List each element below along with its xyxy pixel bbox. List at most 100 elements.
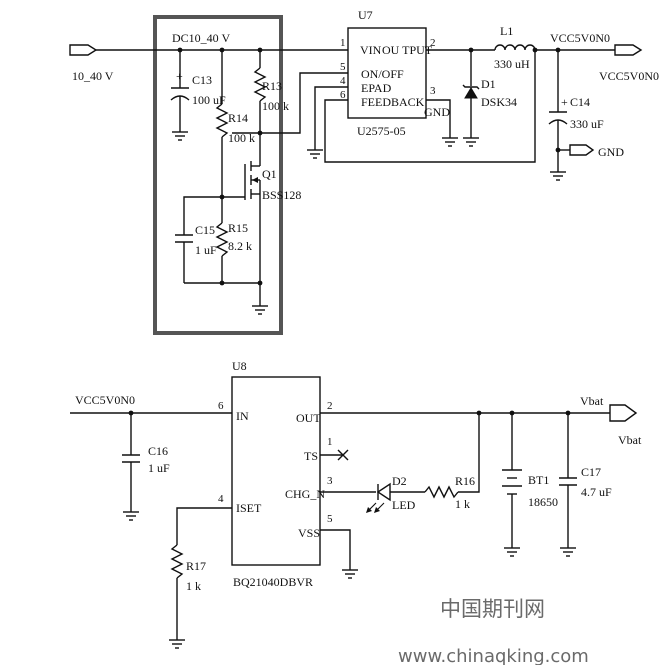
u8-pin-ts: TS — [304, 449, 318, 463]
ground-symbol — [123, 511, 139, 521]
c14-value: 330 uF — [570, 117, 604, 131]
c13-ref: C13 — [192, 73, 212, 87]
iset-wire — [176, 507, 232, 545]
junction-dot — [257, 280, 263, 286]
watermark-cn: 中国期刊网 — [440, 597, 545, 621]
c15-value: 1 uF — [195, 243, 217, 257]
charger-ic-u8: U8 BQ21040DBVR IN ISET OUT TS CHG_N VSS … — [218, 359, 333, 589]
resistor-r14: R14 100 k — [215, 50, 255, 197]
l1-value: 330 uH — [494, 57, 530, 71]
u8-pin-vss: VSS — [298, 526, 320, 540]
ground-symbol — [463, 137, 479, 147]
capacitor-c13: + C13 100 uF — [170, 50, 226, 141]
u8-pin2-num: 2 — [327, 400, 333, 412]
junction-dot — [476, 410, 482, 416]
c17-value: 4.7 uF — [581, 485, 612, 499]
junction-dot — [219, 280, 225, 286]
c15-ref: C15 — [195, 223, 215, 237]
u8-pin-in: IN — [236, 409, 249, 423]
ground-symbol — [169, 639, 185, 649]
u7-part: U2575-05 — [357, 124, 406, 138]
ground-symbol — [307, 149, 323, 159]
u8-pin5-num: 5 — [327, 513, 333, 525]
c16-value: 1 uF — [148, 461, 170, 475]
d2-ref: D2 — [392, 474, 407, 488]
r17-ref: R17 — [186, 559, 206, 573]
u7-pin-onoff: ON/OFF — [361, 67, 404, 81]
resistor-r16: R16 1 k — [424, 474, 475, 511]
d1-ref: D1 — [481, 77, 496, 91]
c16-ref: C16 — [148, 444, 168, 458]
capacitor-c15: C15 1 uF — [175, 223, 217, 283]
u7-gnd-wire — [426, 99, 451, 138]
highlight-frame — [153, 15, 283, 335]
u8-pin-chg: CHG_N — [285, 487, 325, 501]
u7-pin-gnd: GND — [424, 105, 450, 119]
r13-value: 100 k — [262, 99, 289, 113]
r16-ref: R16 — [455, 474, 475, 488]
u7-pin6-num: 6 — [340, 89, 346, 101]
ground-symbol — [504, 547, 520, 557]
u7-pin-epad: EPAD — [361, 81, 392, 95]
output-port-arrow — [614, 44, 643, 56]
gnd-port-label: GND — [598, 145, 624, 159]
bottom-circuit: VCC5V0N0 C16 1 uF U8 BQ21040DBVR IN ISET… — [70, 359, 642, 649]
battery-bt1: BT1 18650 — [502, 413, 558, 548]
u8-pin4-num: 4 — [218, 493, 224, 505]
u8-pin-out: OUT — [296, 411, 321, 425]
mosfet-q1: Q1 BSS128 — [222, 133, 301, 306]
u8-pin6-num: 6 — [218, 400, 224, 412]
l1-ref: L1 — [500, 24, 513, 38]
capacitor-c17: C17 4.7 uF — [559, 413, 612, 548]
c15-top-wire — [183, 196, 222, 235]
ground-symbol — [550, 171, 566, 181]
bt1-value: 18650 — [528, 495, 558, 509]
u8-pin1-num: 1 — [327, 436, 333, 448]
regulator-u7: U7 U2575-05 VIN OU TPUT ON/OFF EPAD FEED… — [340, 8, 450, 138]
led-d2: D2 LED — [366, 474, 425, 513]
r16-value: 1 k — [455, 497, 470, 511]
vbat-port-label: Vbat — [618, 433, 642, 447]
r13-ref: R13 — [262, 79, 282, 93]
watermark-url: www.chinaqking.com — [398, 646, 589, 665]
ground-symbol — [252, 305, 268, 315]
feedback-wire — [324, 50, 536, 163]
c13-polarity-mark: + — [176, 69, 183, 83]
u7-ref: U7 — [358, 8, 373, 22]
no-connect-mark — [337, 449, 349, 461]
r14-value: 100 k — [228, 131, 255, 145]
q1-part: BSS128 — [262, 188, 301, 202]
u7-pin2-num: 2 — [430, 37, 436, 49]
u8-part: BQ21040DBVR — [233, 575, 313, 589]
epad-wire — [314, 86, 348, 150]
resistor-r17: R17 1 k — [170, 544, 206, 640]
diode-d1: D1 DSK34 — [462, 50, 517, 138]
ground-symbol — [560, 547, 576, 557]
u7-pin4-num: 4 — [340, 75, 346, 87]
u7-pin-output: OU TPUT — [382, 43, 433, 57]
c14-polarity-mark: + — [561, 95, 568, 109]
u8-ref: U8 — [232, 359, 247, 373]
u7-pin1-num: 1 — [340, 37, 346, 49]
r15-ref: R15 — [228, 221, 248, 235]
rail-net-label: DC10_40 V — [172, 31, 230, 45]
u7-pin3-num: 3 — [430, 85, 436, 97]
vin-net-label: VCC5V0N0 — [75, 393, 135, 407]
u8-pin-iset: ISET — [236, 501, 262, 515]
r17-value: 1 k — [186, 579, 201, 593]
d1-part: DSK34 — [481, 95, 517, 109]
vbat-net-label: Vbat — [580, 394, 604, 408]
c14-ref: C14 — [570, 95, 590, 109]
input-port-arrow — [69, 44, 98, 56]
ground-symbol — [342, 569, 358, 579]
u7-pin-vin: VIN — [360, 43, 382, 57]
u7-pin-feedback: FEEDBACK — [361, 95, 425, 109]
vss-wire — [320, 529, 351, 570]
capacitor-c14: + C14 330 uF — [548, 50, 604, 172]
ground-symbol — [442, 137, 458, 147]
output-port-label: VCC5V0N0 — [599, 69, 659, 83]
onoff-wire — [232, 72, 348, 134]
output-net-label: VCC5V0N0 — [550, 31, 610, 45]
u8-pin3-num: 3 — [327, 475, 333, 487]
